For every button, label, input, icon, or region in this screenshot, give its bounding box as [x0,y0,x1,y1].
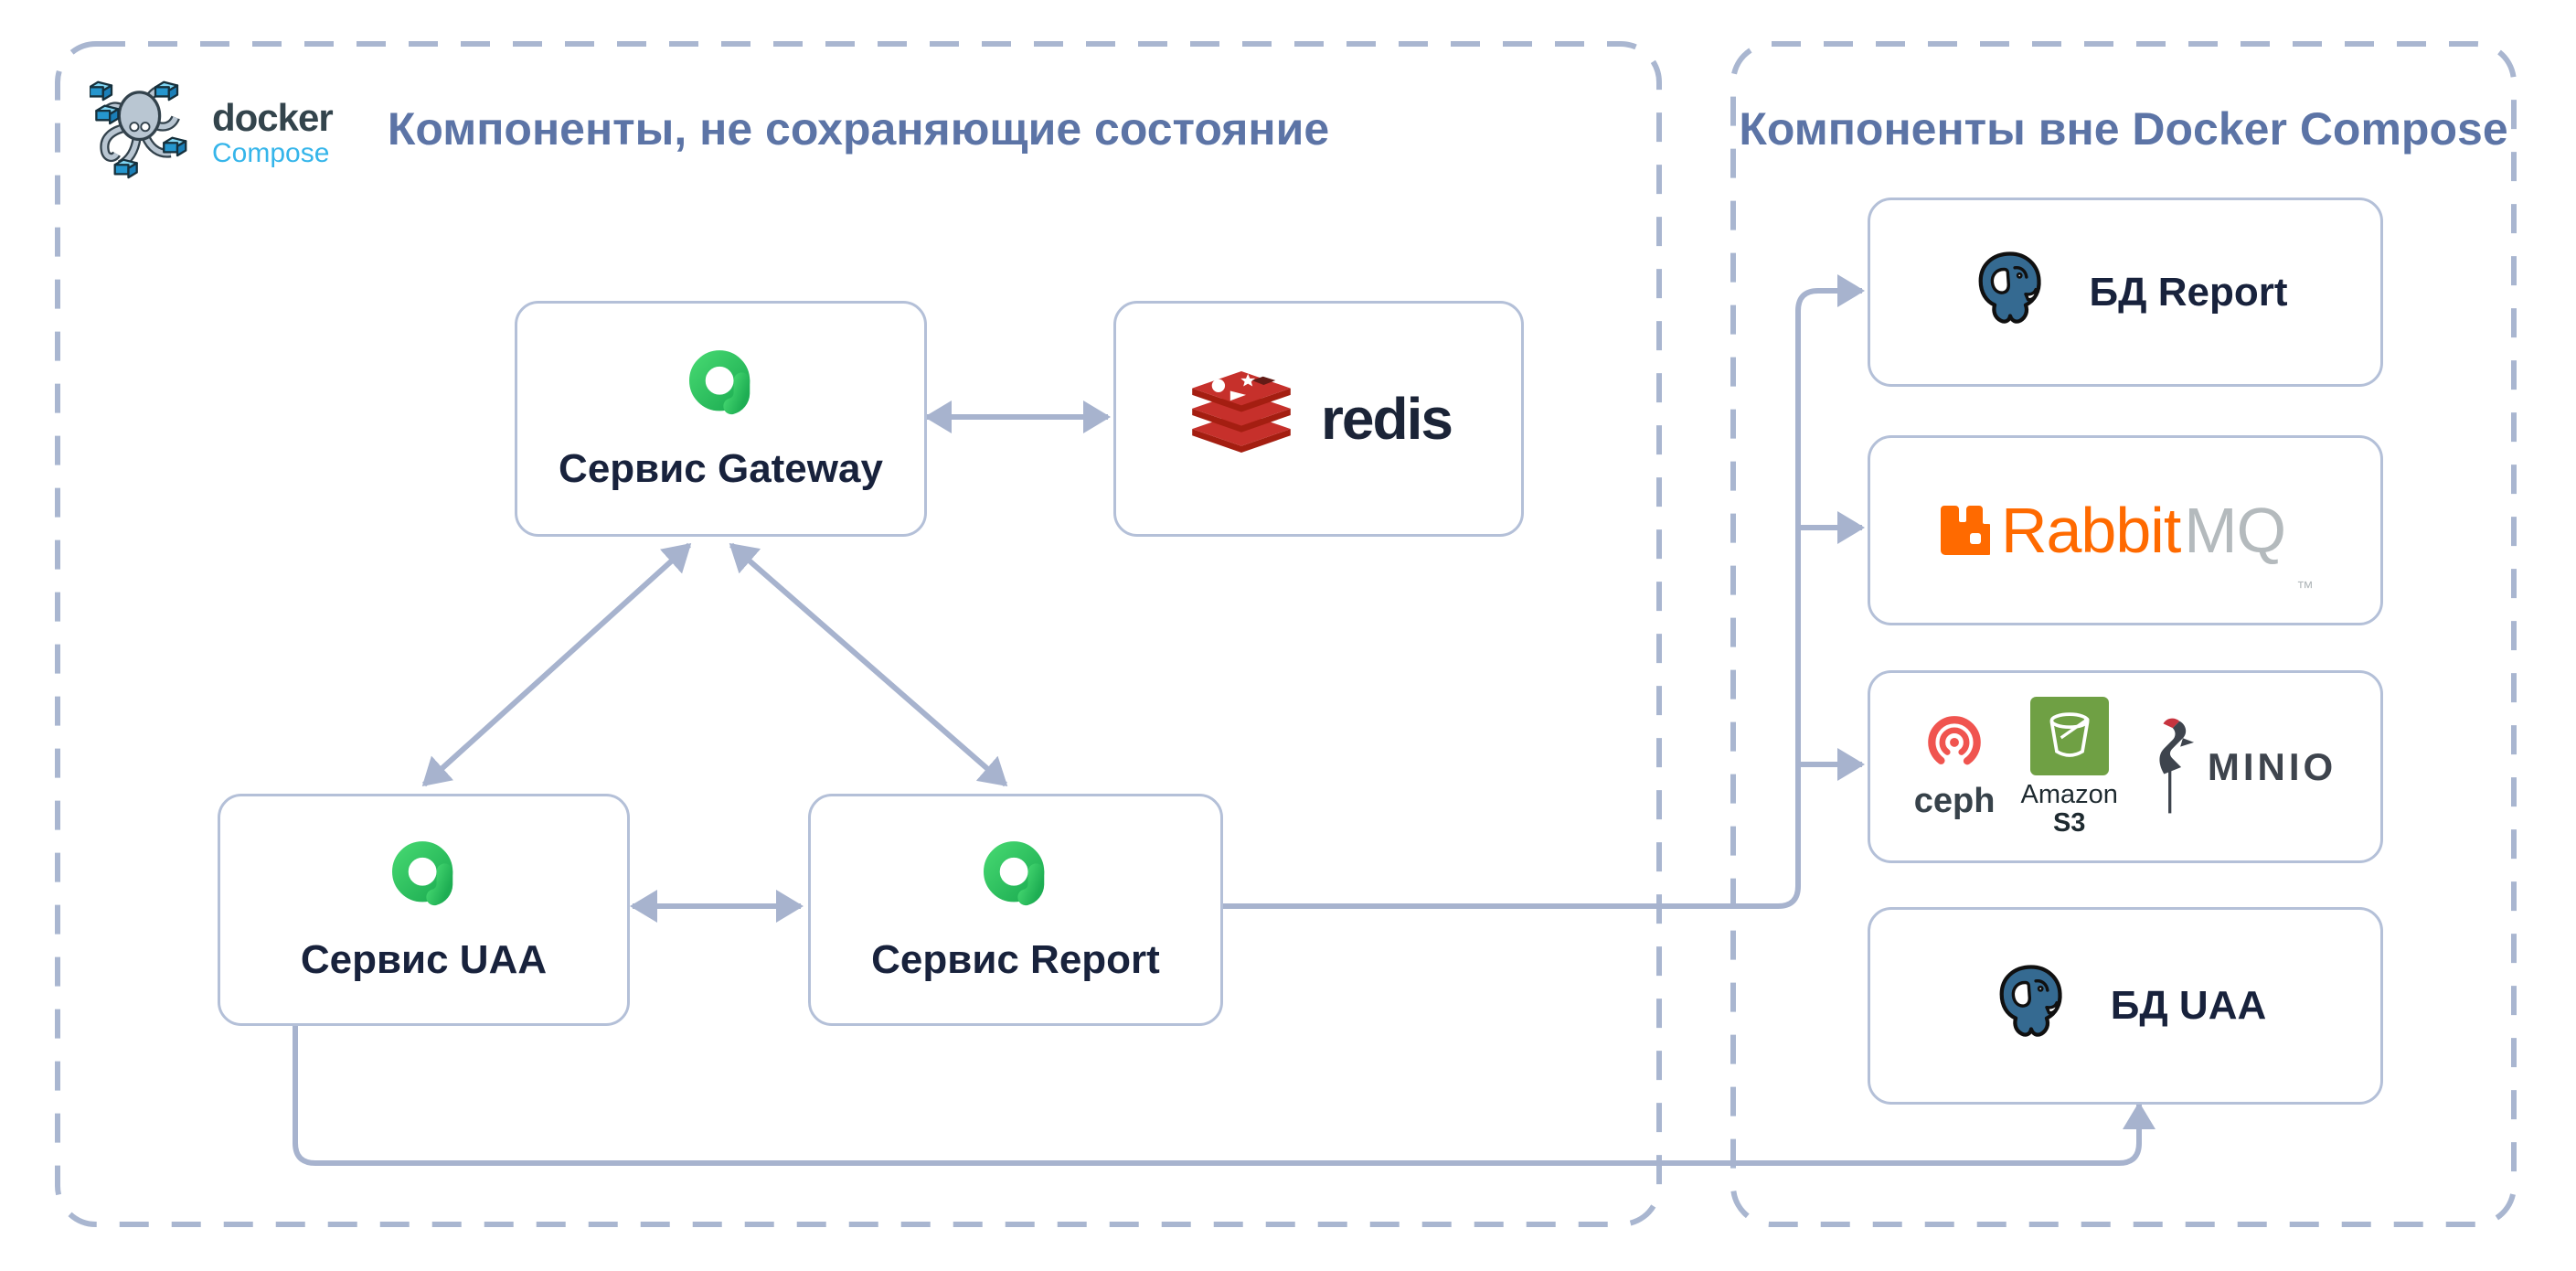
s3-text: S3 [2052,807,2086,838]
node-object-storage: ceph Amazon S3 MINIO [1868,670,2383,863]
postgresql-icon [1978,251,2041,324]
connector-gateway-report [729,542,1008,787]
connector-uaa-db-uaa [293,1022,2156,1166]
minio-logo: MINIO [2144,716,2336,818]
service-a-icon [391,841,452,906]
amazon-text: Amazon [2020,780,2118,810]
trademark-symbol: ™ [2296,579,2315,598]
node-db-report: БД Report [1868,198,2383,387]
node-label: БД Report [2089,269,2288,315]
minio-label: MINIO [2207,744,2337,788]
postgresql-icon [1999,965,2062,1037]
rabbit-wordmark: Rabbit [2000,495,2181,566]
mq-wordmark: MQ [2184,495,2286,566]
node-label: Сервис UAA [300,937,548,982]
right-panel-title: Компоненты вне Docker Compose [1739,103,2508,155]
node-label: БД UAA [2110,983,2267,1028]
compose-wordmark: Compose [212,138,330,168]
node-redis: redis [1113,301,1524,537]
right-panel-border [1730,41,2517,1227]
left-panel-border [55,41,1662,1227]
amazon-s3-icon [2029,697,2109,776]
node-service-report: Сервис Report [808,794,1223,1026]
rabbitmq-icon [1940,506,1990,555]
ceph-icon [1928,716,1981,769]
docker-wordmark: docker [212,96,334,139]
connector-gateway-uaa [421,542,692,787]
node-service-uaa: Сервис UAA [218,794,630,1026]
ceph-label: ceph [1913,782,1996,820]
redis-wordmark: redis [1321,386,1453,452]
node-db-uaa: БД UAA [1868,907,2383,1105]
minio-bird-icon [2159,718,2194,813]
node-label: Сервис Gateway [559,446,883,491]
service-a-icon [984,841,1045,906]
ceph-logo: ceph [1913,712,1996,821]
docker-compose-octopus-icon [90,80,187,179]
node-label: Сервис Report [871,937,1160,982]
service-a-icon [688,350,750,415]
amazon-s3-label: Amazon S3 [2020,781,2117,837]
amazon-s3-logo: Amazon S3 [2020,697,2118,837]
connector-report-db-report [1221,274,1865,909]
node-service-gateway: Сервис Gateway [515,301,927,537]
left-panel-title: Компоненты, не сохраняющие состояние [387,103,1330,155]
docker-compose-logo: docker Compose [90,80,334,188]
redis-icon [1192,371,1291,453]
